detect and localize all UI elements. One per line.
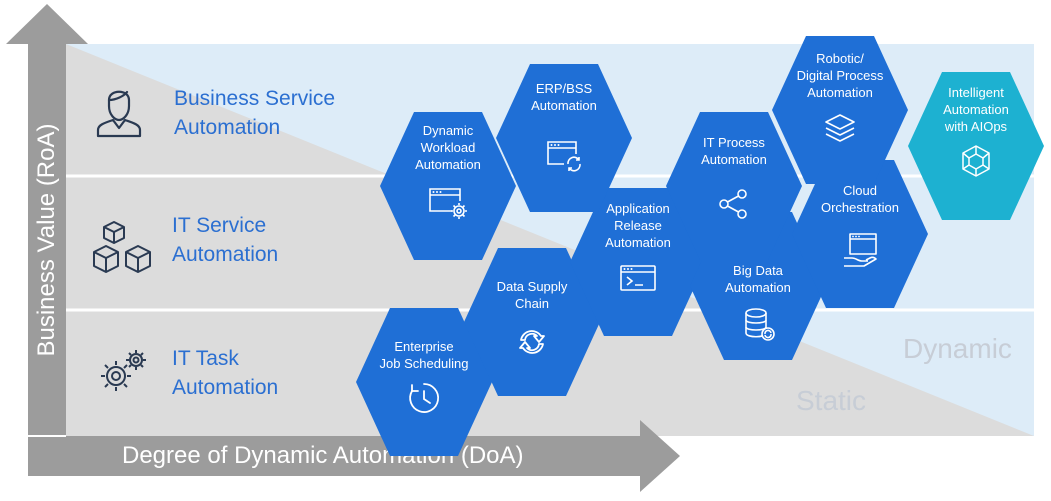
tier-label-it-service: IT Service Automation <box>172 211 278 269</box>
hex-label-line: Big Data <box>733 263 783 278</box>
hex-label-line: Job Scheduling <box>379 356 469 371</box>
hex-label-line: Automation <box>807 85 873 100</box>
static-label: Static <box>796 385 867 416</box>
hex-label-line: Dynamic <box>422 123 474 138</box>
hex-cloud-orchestration[interactable]: Cloud Orchestration <box>792 160 928 308</box>
tier-label-line: Business Service <box>174 87 336 110</box>
hex-label-line: Robotic/ <box>816 51 864 66</box>
hex-label-line: Workload <box>420 140 476 155</box>
dynamic-label: Dynamic <box>903 333 1012 364</box>
hex-erp-bss-automation[interactable]: ERP/BSS Automation <box>496 64 632 212</box>
hex-label-line: Automation <box>415 157 481 172</box>
y-axis-title: Business Value (RoA) <box>33 123 60 357</box>
hex-label-line: Chain <box>515 296 549 311</box>
x-axis-arrow <box>28 420 680 492</box>
tier-label-line: Automation <box>174 116 281 139</box>
clock-icon <box>409 383 440 413</box>
tier-label-line: Automation <box>172 376 279 399</box>
hex-label-line: ERP/BSS <box>535 81 593 96</box>
hex-label-line: Automation <box>531 98 597 113</box>
share-nodes-icon <box>719 189 747 219</box>
hand-window-icon <box>844 233 877 267</box>
hex-label-line: Cloud <box>843 183 877 198</box>
y-axis-arrow <box>6 4 88 436</box>
hex-label-line: Intelligent <box>948 85 1004 100</box>
tier-label-it-task: IT Task Automation <box>172 344 278 402</box>
hex-label-line: with AIOps <box>944 119 1008 134</box>
layers-icon <box>825 114 855 142</box>
hex-intelligent-automation-aiops[interactable]: Intelligent Automation with AIOps <box>908 72 1044 220</box>
hex-label-line: Application <box>606 201 670 216</box>
hex-label-line: Automation <box>605 235 671 250</box>
hex-label-line: Orchestration <box>820 200 900 215</box>
hex-label-line: Enterprise <box>394 339 454 354</box>
hex-label-line: Automation <box>943 102 1009 117</box>
cubes-icon <box>93 221 151 273</box>
hex-label-line: Automation <box>725 280 791 295</box>
window-sync-icon <box>547 141 581 172</box>
database-icon <box>745 308 775 341</box>
person-icon <box>96 90 142 138</box>
tier-label-line: IT Task <box>172 347 239 370</box>
cube-network-icon <box>962 145 990 177</box>
window-gear-icon <box>429 188 467 219</box>
tier-label-line: IT Service <box>172 214 267 237</box>
sync-icon <box>519 330 545 354</box>
hex-label-line: IT Process <box>703 135 765 150</box>
hex-label-line: Release <box>614 218 662 233</box>
x-axis-title: Degree of Dynamic Automation (DoA) <box>122 442 524 469</box>
hex-robotic-digital-process-automation[interactable]: Robotic/ Digital Process Automation <box>772 36 908 184</box>
hex-label-line: Digital Process <box>796 68 884 83</box>
hex-it-process-automation[interactable]: IT Process Automation <box>666 112 802 260</box>
tier-label-line: Automation <box>172 243 279 266</box>
hex-label-line: Data Supply <box>496 279 568 294</box>
hex-label-line: Automation <box>701 152 767 167</box>
gears-icon <box>101 350 146 391</box>
terminal-icon <box>620 265 656 291</box>
tier-label-business-service: Business Service Automation <box>174 84 335 142</box>
